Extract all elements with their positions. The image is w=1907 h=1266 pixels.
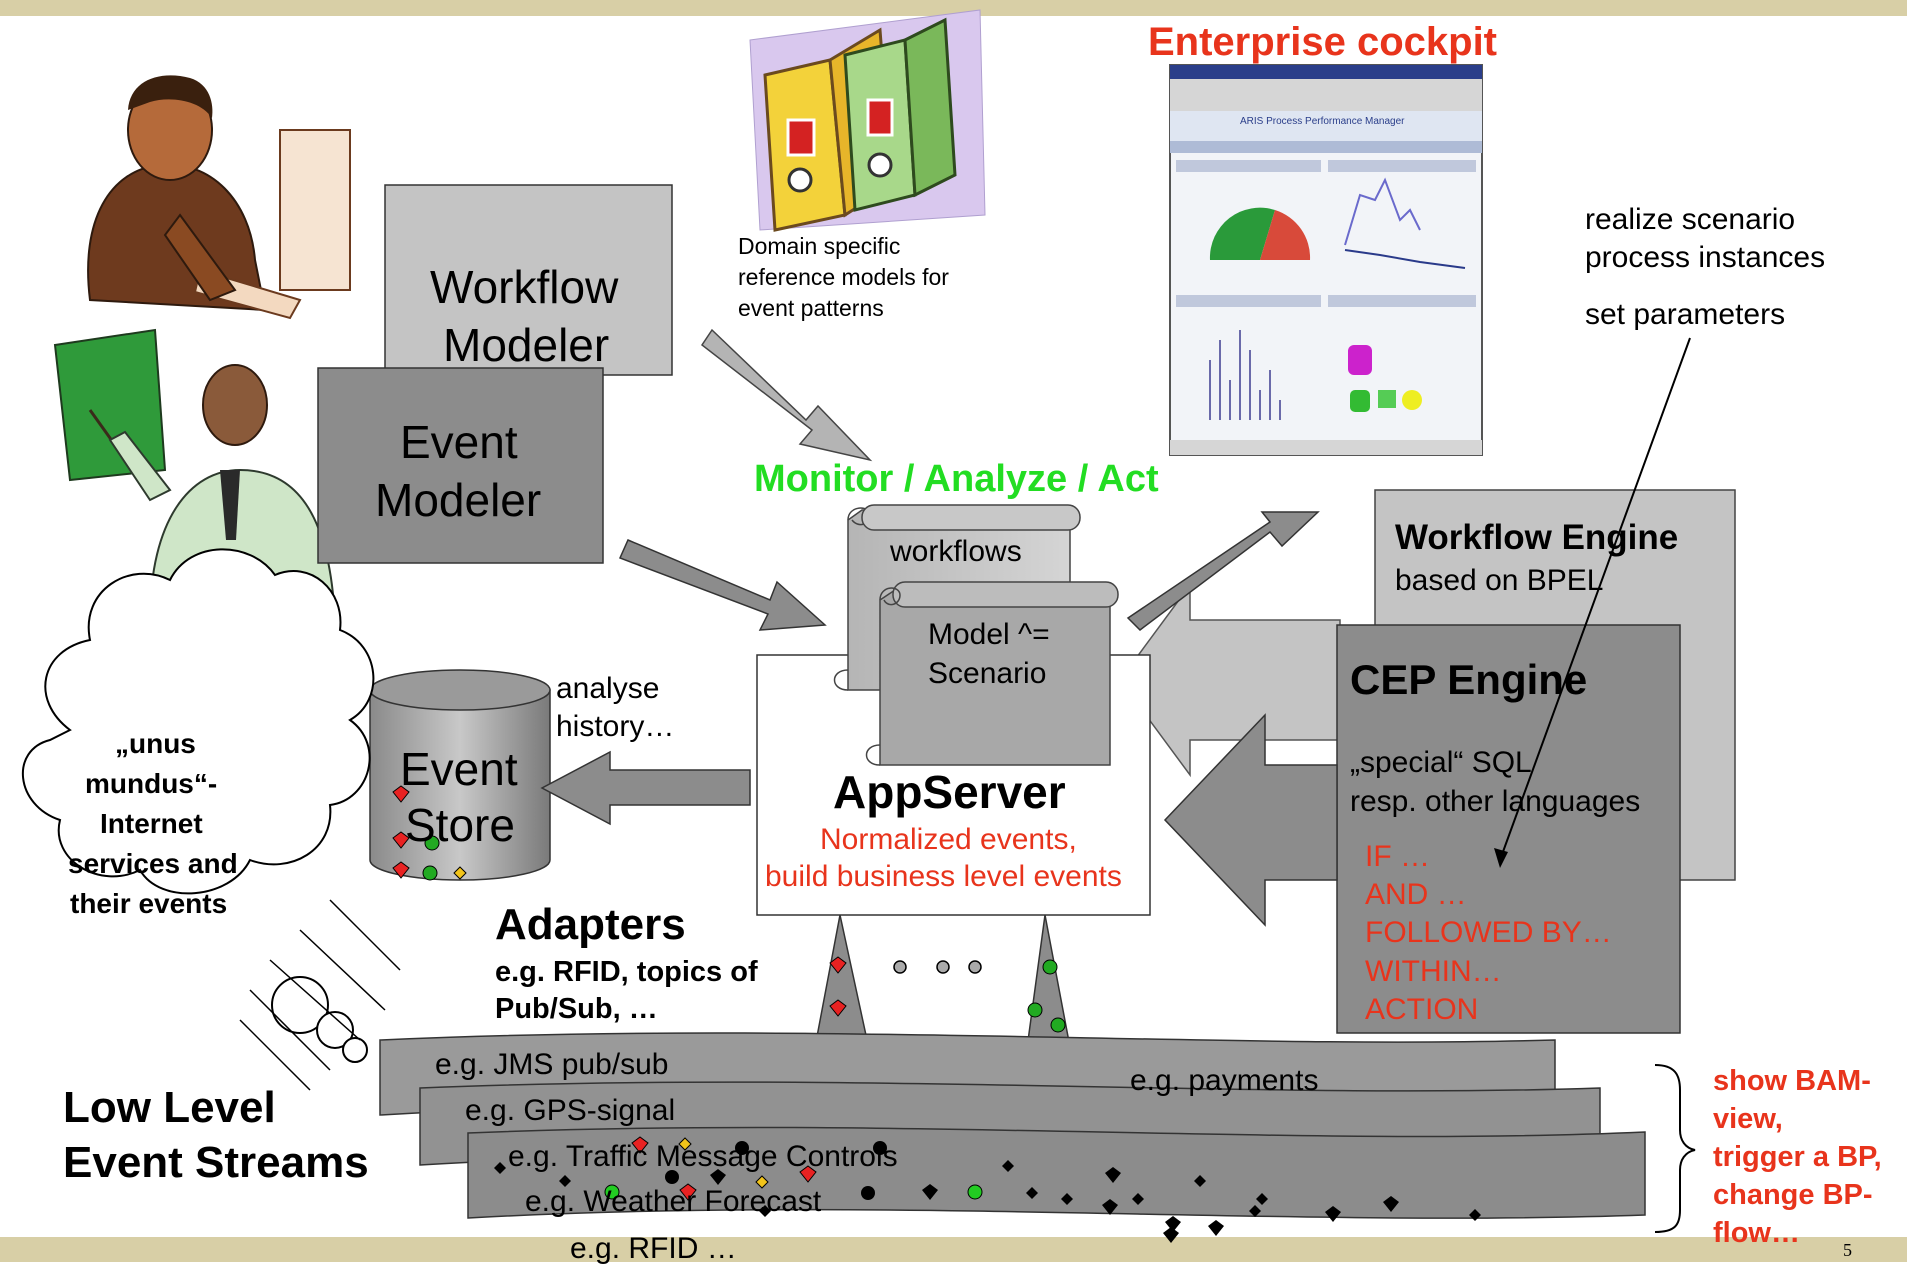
domain-models-line-2: reference models for xyxy=(738,264,949,290)
top-band xyxy=(0,0,1907,16)
event-modeler-label-1: Event xyxy=(400,416,518,468)
person-at-computer-icon xyxy=(87,75,351,320)
domain-models-line-3: event patterns xyxy=(738,295,884,321)
page-number: 5 xyxy=(1843,1240,1852,1260)
event-tokens xyxy=(392,785,1481,1243)
incoming-lines xyxy=(239,899,401,1091)
realize-line-1: realize scenario xyxy=(1585,203,1796,236)
cloud-shape xyxy=(22,548,375,895)
cep-keyword-if: IF … xyxy=(1365,840,1430,873)
stream-label-payments: e.g. payments xyxy=(1130,1064,1319,1097)
low-level-line-2: Event Streams xyxy=(63,1138,369,1187)
low-level-line-1: Low Level xyxy=(63,1083,276,1132)
realize-line-2: process instances xyxy=(1585,241,1826,274)
adapters-title: Adapters xyxy=(495,900,686,949)
model-scroll-label-2: Scenario xyxy=(928,657,1047,690)
folders-icon xyxy=(749,9,986,232)
model-scenario-scroll xyxy=(865,581,1119,766)
bam-line-5: flow… xyxy=(1713,1217,1800,1249)
event-modeler-box xyxy=(317,367,604,564)
domain-models-line-1: Domain specific xyxy=(738,233,901,259)
cep-keyword-followed-by: FOLLOWED BY… xyxy=(1365,916,1612,949)
adapters-line-2: Pub/Sub, … xyxy=(495,993,658,1025)
cep-keyword-within: WITHIN… xyxy=(1365,955,1502,988)
workflow-engine-arrow xyxy=(1119,582,1341,778)
cep-engine-box xyxy=(1336,624,1681,1034)
stream-band-3 xyxy=(467,1126,1646,1219)
cloud-line-3: Internet xyxy=(100,808,203,839)
cloud-line-2: mundus“- xyxy=(85,768,218,799)
model-scroll-label-1: Model ^= xyxy=(928,618,1050,651)
appserver-title: AppServer xyxy=(833,766,1066,818)
analyse-history-2: history… xyxy=(556,710,675,743)
domain-models-arrow xyxy=(700,328,873,462)
workflow-modeler-box xyxy=(384,184,673,376)
workflow-modeler-label-2: Modeler xyxy=(443,319,610,371)
workflow-engine-title: Workflow Engine xyxy=(1395,518,1679,557)
cloud-line-1: „unus xyxy=(115,728,196,759)
appserver-sub-2: build business level events xyxy=(765,860,1122,893)
appserver-sub-1: Normalized events, xyxy=(820,823,1077,856)
set-parameters-label: set parameters xyxy=(1585,298,1786,331)
cep-engine-arrow xyxy=(1163,713,1338,927)
bam-line-3: trigger a BP, xyxy=(1713,1141,1882,1173)
event-modeler-label-2: Modeler xyxy=(375,474,542,526)
to-workflow-engine-arrow xyxy=(1126,511,1320,631)
cep-keyword-and: AND … xyxy=(1365,878,1467,911)
cloud-bubbles xyxy=(271,976,368,1063)
set-parameters-line xyxy=(1499,337,1691,861)
stream-label-rfid: e.g. RFID … xyxy=(570,1232,737,1265)
monitor-heading: Monitor / Analyze / Act xyxy=(754,458,1159,500)
cep-sql-line-2: resp. other languages xyxy=(1350,785,1641,818)
stream-label-gps: e.g. GPS-signal xyxy=(465,1094,676,1127)
workflow-modeler-label-1: Workflow xyxy=(430,261,619,313)
stream-label-weather: e.g. Weather Forecast xyxy=(525,1185,822,1218)
bam-line-2: view, xyxy=(1713,1103,1783,1135)
enterprise-cockpit-heading: Enterprise cockpit xyxy=(1148,20,1498,64)
cep-keyword-action: ACTION xyxy=(1365,993,1479,1026)
event-store-arrow xyxy=(540,750,751,826)
event-modeler-arrow xyxy=(618,539,827,631)
adapters-line-1: e.g. RFID, topics of xyxy=(495,956,758,988)
workflows-scroll-label: workflows xyxy=(890,535,1022,568)
analyse-history-1: analyse xyxy=(556,672,660,705)
event-store-label-2: Store xyxy=(405,799,515,851)
bam-line-4: change BP- xyxy=(1713,1179,1873,1211)
bam-brace xyxy=(1654,1064,1696,1233)
event-store-label-1: Event xyxy=(400,743,518,795)
cloud-line-5: their events xyxy=(70,888,228,919)
cockpit-screen-title: ARIS Process Performance Manager xyxy=(1240,116,1405,127)
workflow-engine-sub: based on BPEL xyxy=(1395,564,1604,597)
bam-line-1: show BAM- xyxy=(1713,1065,1871,1097)
stream-label-jms: e.g. JMS pub/sub xyxy=(435,1048,669,1081)
cep-engine-title: CEP Engine xyxy=(1350,656,1588,703)
event-store-cylinder xyxy=(369,669,551,881)
cloud-line-4: services and xyxy=(68,848,238,879)
bottom-band xyxy=(0,1237,1907,1262)
cep-sql-line-1: „special“ SQL xyxy=(1350,746,1532,779)
cockpit-screenshot xyxy=(1169,64,1483,456)
stream-label-traffic: e.g. Traffic Message Controls xyxy=(508,1140,898,1173)
